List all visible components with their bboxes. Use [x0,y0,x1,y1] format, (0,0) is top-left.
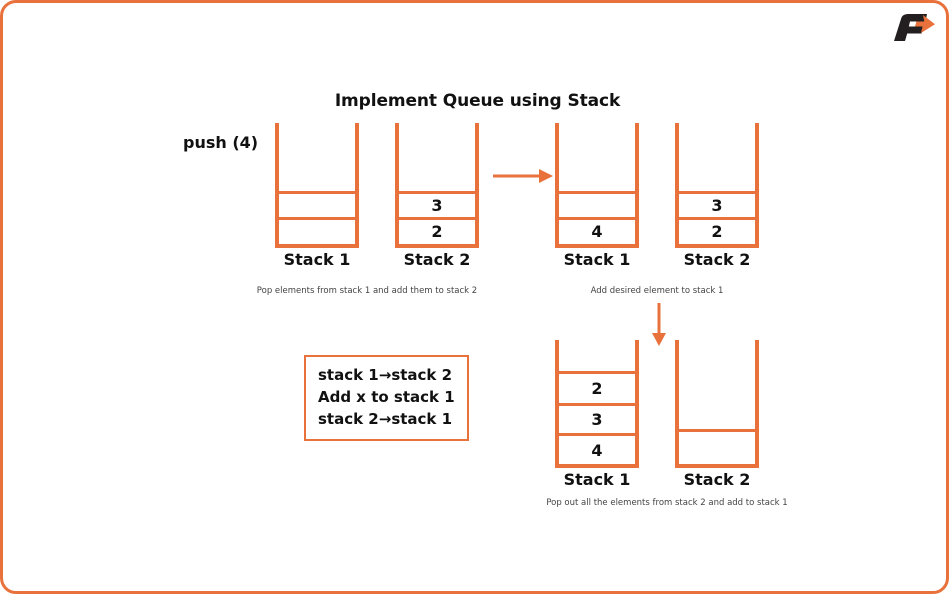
step-caption-2: Add desired element to stack 1 [590,286,724,296]
arrow-right-icon [493,165,555,191]
stack-diagram-row1-stack4: 3 2 Stack 2 [675,123,759,269]
f-arrow-logo [885,11,937,49]
page-title: Implement Queue using Stack [334,91,621,111]
stack-diagram-row2-stack1: 2 3 4 Stack 1 [555,340,639,489]
stack-cell [559,190,635,217]
stack-cell [679,429,755,464]
stack-cell: 3 [679,190,755,217]
stack-cell [279,216,355,244]
algorithm-step-line: Add x to stack 1 [318,387,455,406]
arrow-down-icon [648,303,670,351]
stack-cell: 3 [399,190,475,217]
stack-label: Stack 2 [683,470,751,489]
stack-label: Stack 1 [563,250,631,269]
algorithm-step-line: stack 2→stack 1 [318,409,453,428]
stack-diagram-row1-stack1: Stack 1 [275,123,359,269]
stack-cell: 4 [559,216,635,244]
step-caption-3: Pop out all the elements from stack 2 an… [546,498,788,508]
stack-cell: 3 [559,402,635,434]
stack-cell: 2 [399,216,475,244]
stack-diagram-row1-stack3: 4 Stack 1 [555,123,639,269]
stack-label: Stack 2 [683,250,751,269]
stack-cell [279,190,355,217]
step-caption-1: Pop elements from stack 1 and add them t… [256,286,478,296]
stack-label: Stack 2 [403,250,471,269]
algorithm-step-line: stack 1→stack 2 [318,366,453,384]
stack-label: Stack 1 [563,470,631,489]
stack-diagram-row1-stack2: 3 2 Stack 2 [395,123,479,269]
algorithm-steps-box: stack 1→stack 2 Add x to stack 1 stack 2… [304,355,469,442]
stack-cell: 4 [559,433,635,464]
stack-cell: 2 [559,371,635,403]
stack-label: Stack 1 [283,250,351,269]
operation-label: push (4) [183,133,259,152]
stack-diagram-row2-stack2: Stack 2 [675,340,759,489]
stack-cell: 2 [679,216,755,244]
